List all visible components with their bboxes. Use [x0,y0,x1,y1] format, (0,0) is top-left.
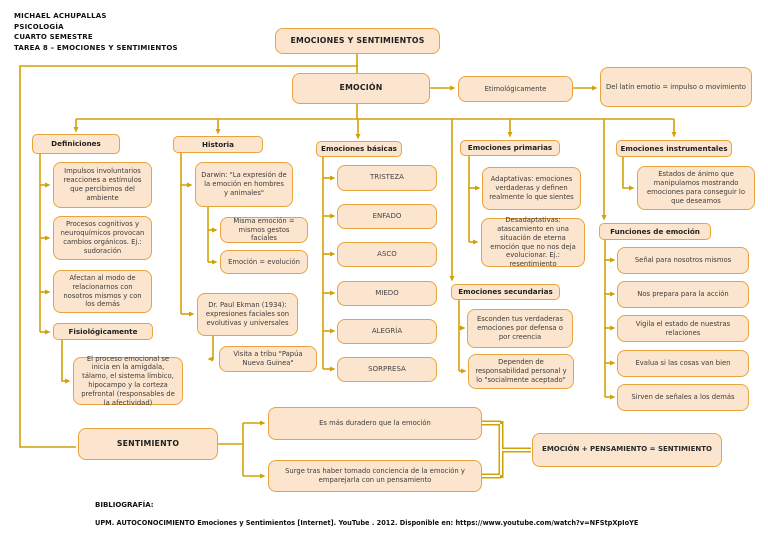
emocion-box: EMOCIÓN [292,73,430,104]
sentimiento-box: SENTIMIENTO [78,428,218,460]
secundarias-item: Dependen de responsabilidad personal y l… [468,354,574,389]
document-header: MICHAEL ACHUPALLAS PSICOLOGÍA CUARTO SEM… [14,11,178,53]
bibliography-label: BIBLIOGRAFÍA: [95,501,154,509]
emocion-basica-item: ALEGRÍA [337,319,437,344]
emociones-secundarias-header: Emociones secundarias [451,284,560,300]
desadaptativas-box: Desadaptativas: atascamiento en una situ… [481,216,585,268]
emocion-basica-item: SORPRESA [337,357,437,382]
task-line: TAREA 8 – EMOCIONES Y SENTIMIENTOS [14,43,178,52]
funcion-item: Evalua si las cosas van bien [617,350,749,377]
darwin-box: Darwin: "La expresión de la emoción en h… [195,162,293,207]
fisiologicamente-text: El proceso emocional se inicia en la amí… [73,355,183,407]
funcion-item: Señal para nosotros mismos [617,247,749,274]
adaptativas-box: Adaptativas: emociones verdaderas y defi… [482,167,581,210]
formula-box: EMOCIÓN + PENSAMIENTO = SENTIMIENTO [532,433,722,467]
emociones-basicas-header: Emociones básicas [316,141,402,157]
emocion-basica-item: MIEDO [337,281,437,306]
ekman-child: Visita a tribu "Papúa Nueva Guinea" [219,346,317,372]
emociones-primarias-header: Emociones primarias [460,140,560,156]
bibliography-text: UPM. AUTOCONOCIMIENTO Emociones y Sentim… [95,519,639,527]
sentimiento-item: Surge tras haber tomado conciencia de la… [268,460,482,492]
darwin-child: Misma emoción = mismos gestos faciales [220,217,308,243]
definiciones-header: Definiciones [32,134,120,154]
emocion-basica-item: ENFADO [337,204,437,229]
instrumentales-text: Estados de ánimo que manipulamos mostran… [637,166,755,210]
sentimiento-item: Es más duradero que la emoción [268,407,482,440]
historia-header: Historia [173,136,263,153]
funcion-item: Nos prepara para la acción [617,281,749,308]
emocion-basica-item: TRISTEZA [337,165,437,191]
author-line: MICHAEL ACHUPALLAS [14,12,107,20]
latin-definition-box: Del latín emotio = impulso o movimiento [600,67,752,107]
subject-line: PSICOLOGÍA [14,22,64,31]
emociones-instrumentales-header: Emociones instrumentales [616,140,732,157]
emocion-basica-item: ASCO [337,242,437,267]
fisiologicamente-header: Fisiológicamente [53,323,153,340]
darwin-child: Emoción = evolución [220,250,308,274]
funciones-emocion-header: Funciones de emoción [599,223,711,240]
definicion-item: Impulsos involuntarios reacciones a estí… [53,162,152,208]
etimologicamente-box: Etimológicamente [458,76,573,102]
ekman-box: Dr. Paul Ekman (1934): expresiones facia… [197,293,298,336]
definicion-item: Procesos cognitivos y neuroquímicos prov… [53,216,152,260]
root-title-box: EMOCIONES Y SENTIMIENTOS [275,28,440,54]
secundarias-item: Esconden tus verdaderas emociones por de… [467,309,573,348]
definicion-item: Afectan al modo de relacionarnos con nos… [53,270,152,313]
semester-line: CUARTO SEMESTRE [14,33,93,41]
funcion-item: Vigila el estado de nuestras relaciones [617,315,749,342]
funcion-item: Sirven de señales a los demás [617,384,749,411]
